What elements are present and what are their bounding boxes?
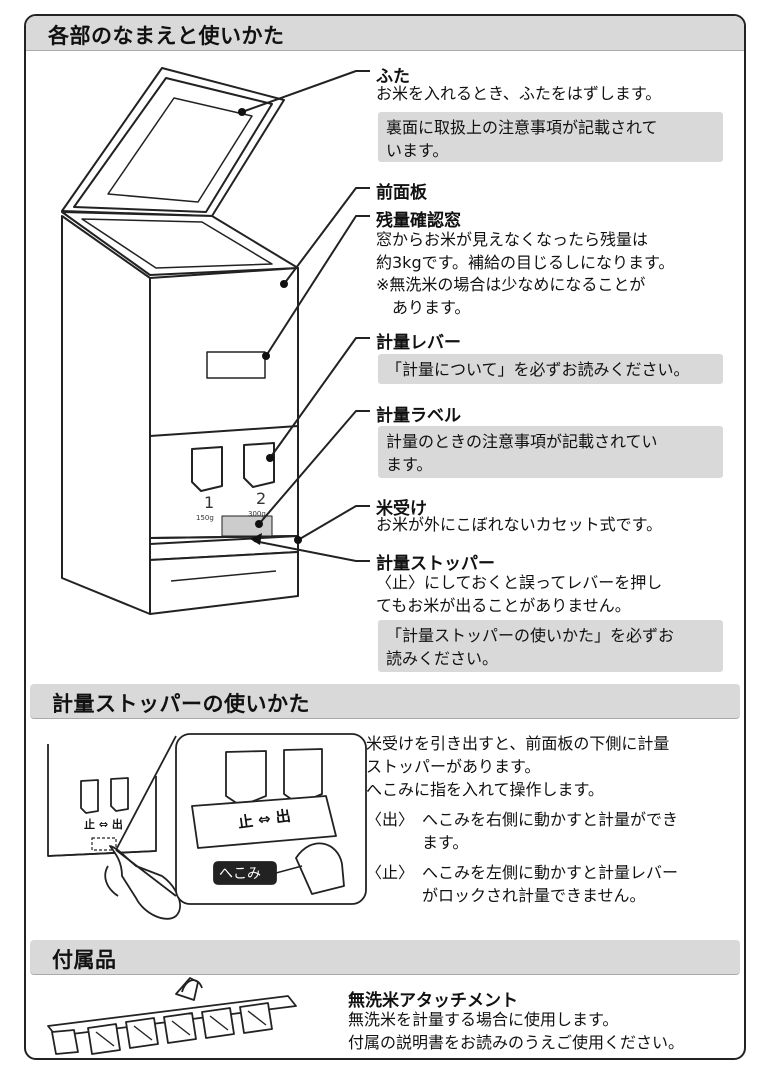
rice-dispenser-illustration: 1 150g 2 300g <box>61 67 370 615</box>
accessory-title: 無洗米アタッチメント <box>348 991 518 1011</box>
section-title-accessories: 付属品 <box>52 948 117 972</box>
lever-title: 計量レバー <box>376 333 461 353</box>
section-title-stopper: 計量ストッパーの使いかた <box>52 692 310 716</box>
lid-title: ふた <box>376 67 410 87</box>
accessory-description: 無洗米を計量する場合に使用します。 付属の説明書をお読みのうえご使用ください。 <box>348 1010 685 1052</box>
tray-description: お米が外にこぼれないカセット式です。 <box>376 515 663 534</box>
attachment-illustration <box>47 977 297 1055</box>
stopper-out-desc: へこみを右側に動かすと計量ができ ます。 <box>422 810 679 852</box>
stopper-stop-desc: へこみを左側に動かすと計量レバー がロックされ計量できません。 <box>422 863 679 905</box>
window-title: 残量確認窓 <box>376 211 461 231</box>
window-drawing <box>206 351 266 379</box>
section-title-parts: 各部のなまえと使いかた <box>48 24 285 48</box>
stopper-out-label: 〈出〉 <box>366 810 415 829</box>
stopper-note: 「計量ストッパーの使いかた」を必ずお 読みください。 <box>378 620 723 672</box>
stopper-illustration: 止 ⇔ 出 止 ⇔ 出 へこみ <box>47 733 367 920</box>
lever-2-number: 2 <box>256 489 266 508</box>
stopper-description: 〈止〉にしておくと誤ってレバーを押し てもお米が出ることがありません。 <box>376 573 663 615</box>
lever-1-number: 1 <box>204 493 214 512</box>
window-footnote: ※無洗米の場合は少なめになることが あります。 <box>376 275 646 317</box>
lid-description: お米を入れるとき、ふたをはずします。 <box>376 84 662 103</box>
manual-page: 各部のなまえと使いかた <box>24 14 746 1060</box>
stopper-intro: 米受けを引き出すと、前面板の下側に計量 ストッパーがあります。 へこみに指を入れ… <box>366 734 670 799</box>
label-note: 計量のときの注意事項が記載されてい ます。 <box>378 426 723 478</box>
section-header-parts: 各部のなまえと使いかた <box>26 16 744 51</box>
notch-label: へこみ <box>219 866 261 882</box>
lever-2-amount: 300g <box>248 510 266 518</box>
stop-go-label-small: 止 ⇔ 出 <box>84 817 123 831</box>
lever-1-drawing <box>191 446 223 492</box>
stopper-title: 計量ストッパー <box>376 554 495 574</box>
tray-title: 米受け <box>376 499 427 519</box>
lever-note: 「計量について」を必ずお読みください。 <box>378 354 723 384</box>
stopper-stop-label: 〈止〉 <box>366 863 415 882</box>
front-panel-title: 前面板 <box>376 183 427 203</box>
label-title: 計量ラベル <box>376 406 461 426</box>
lever-2-drawing <box>243 442 275 488</box>
lid-note: 裏面に取扱上の注意事項が記載されて います。 <box>378 112 723 162</box>
section-header-stopper: 計量ストッパーの使いかた <box>30 684 740 719</box>
section-header-accessories: 付属品 <box>30 940 740 975</box>
window-description: 窓からお米が見えなくなったら残量は 約3kgです。補給の目じるしになります。 <box>376 230 675 272</box>
lever-1-amount: 150g <box>196 514 214 522</box>
